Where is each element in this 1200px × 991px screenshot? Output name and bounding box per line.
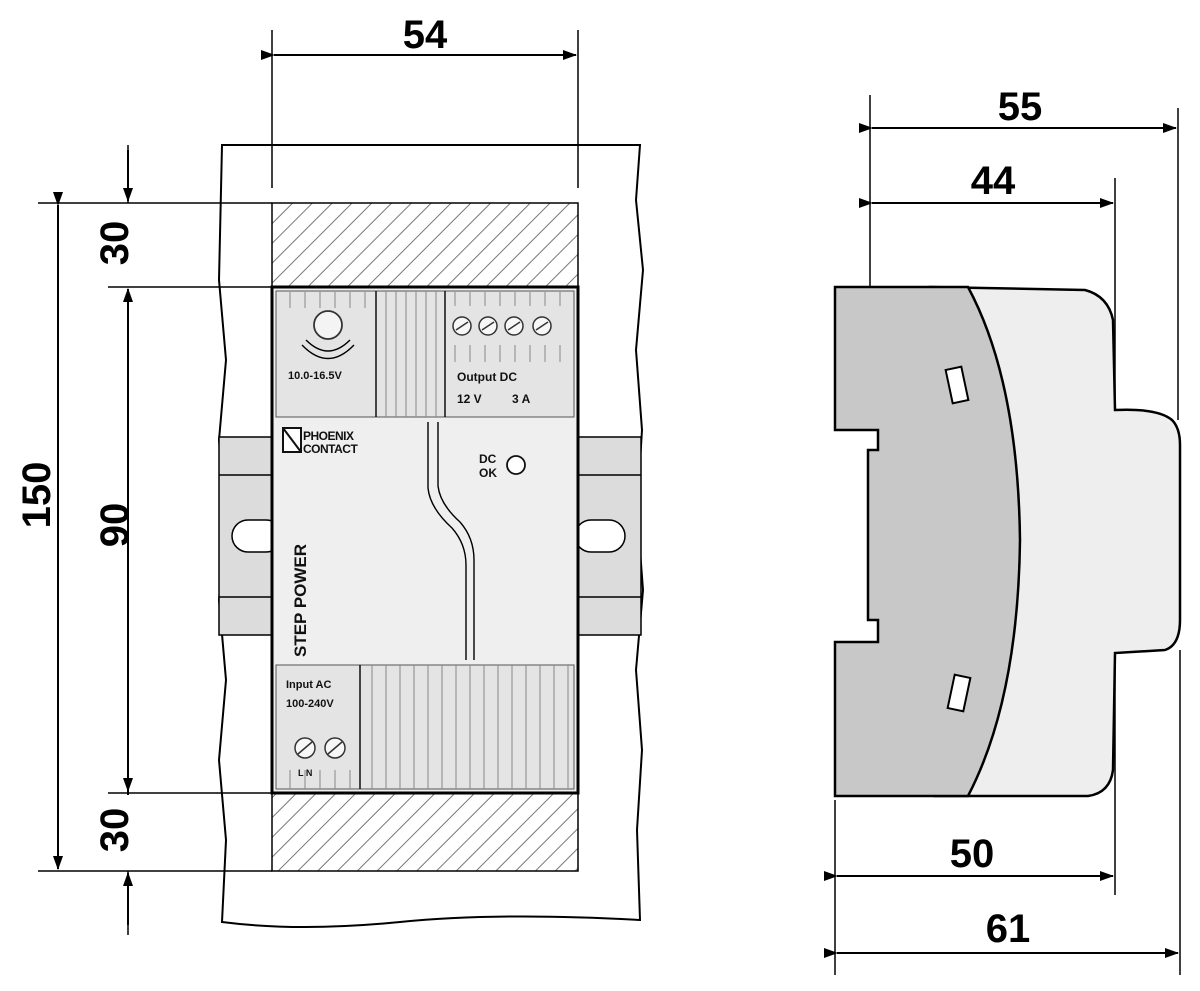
side-housing-clip: [833, 285, 1022, 798]
front-view: 10.0-16.5V Output DC 12 V 3 A PHOENIX CO…: [15, 13, 645, 935]
side-slot-upper: [944, 365, 970, 405]
bottom-terminal-block: [275, 664, 575, 790]
dim-side-overall-depth: 61: [986, 907, 1031, 951]
rail-slot-right: [574, 519, 626, 553]
dim-side-base-depth: 50: [950, 832, 995, 876]
side-slot-lower: [946, 673, 972, 713]
dim-front-bottom-margin: 30: [93, 808, 137, 853]
dc-ok-label-line-1: DC: [479, 452, 497, 466]
output-voltage-label: 12 V: [457, 392, 482, 406]
bottom-grille: [289, 665, 569, 789]
input-terminal-screws-icon: [294, 737, 346, 759]
clearance-bottom: [271, 792, 579, 872]
phoenix-contact-logo: PHOENIX CONTACT: [282, 427, 359, 456]
dim-front-top-margin: 30: [93, 221, 137, 266]
output-current-label: 3 A: [512, 392, 531, 406]
voltage-range-label: 10.0-16.5V: [288, 370, 342, 382]
brand-line-1: PHOENIX: [303, 429, 354, 443]
side-extension-lines: [834, 95, 1181, 975]
dim-front-width: 54: [403, 13, 448, 57]
dim-side-depth-total: 55: [998, 85, 1043, 129]
front-decor-curve: [427, 422, 467, 660]
clearance-top: [271, 202, 579, 288]
dim-front-body-height: 90: [93, 503, 137, 548]
dim-front-total-height: 150: [15, 462, 59, 529]
front-extension-lines: [38, 30, 579, 935]
mounting-panel: [217, 144, 645, 928]
product-name-label: STEP POWER: [291, 544, 310, 657]
output-terminal-screws-icon: [452, 316, 552, 336]
input-ac-label: Input AC: [286, 679, 331, 691]
brand-line-2: CONTACT: [303, 442, 358, 456]
dim-side-depth-front: 44: [971, 159, 1016, 203]
output-dc-label: Output DC: [457, 370, 517, 384]
dc-ok-led-icon: [506, 455, 526, 475]
top-grille: [289, 291, 561, 417]
terminal-labels: L N: [298, 768, 312, 778]
input-voltage-label: 100-240V: [286, 698, 334, 710]
potentiometer-icon: [301, 310, 355, 360]
dc-ok-label-line-2: OK: [479, 466, 497, 480]
side-view: 55 44 50 61: [824, 85, 1182, 975]
